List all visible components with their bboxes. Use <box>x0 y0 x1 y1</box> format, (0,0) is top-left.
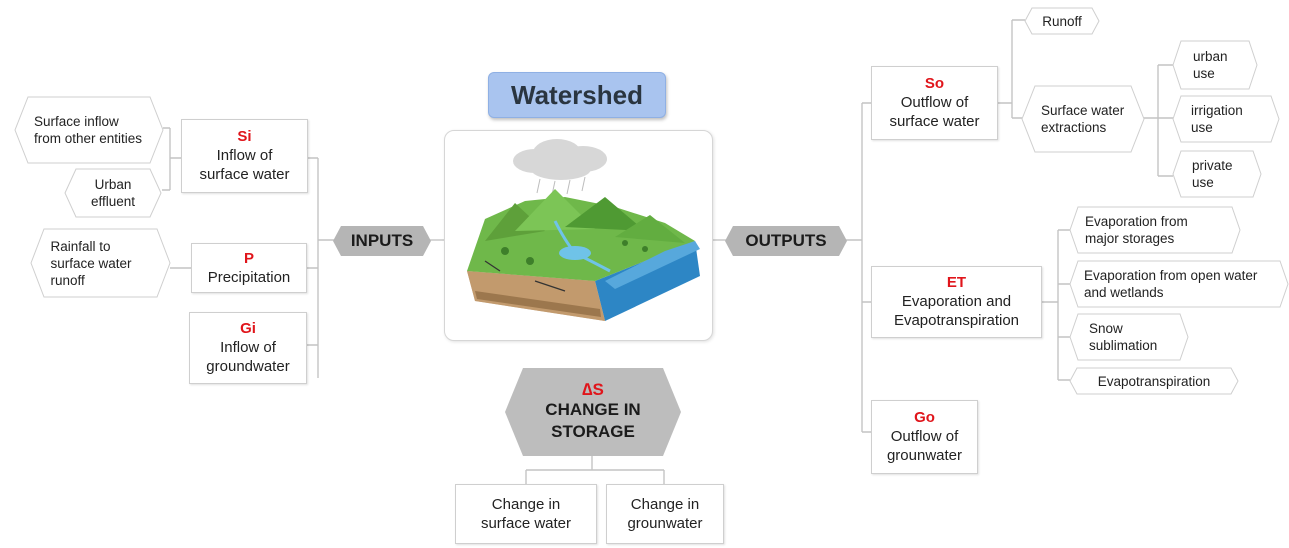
private-use-text: private use <box>1192 158 1233 190</box>
p-code: P <box>243 249 254 267</box>
snow-node: Snow sublimation <box>1069 313 1189 361</box>
si-code: Si <box>237 128 252 145</box>
surface-inflow-node: Surface inflow from other entities <box>14 96 164 164</box>
rainfall-runoff-node: Rainfall to surface water runoff <box>30 228 171 298</box>
urban-effluent-node: Urban effluent <box>64 168 162 218</box>
evapotranspiration-node: Evapotranspiration <box>1069 367 1239 395</box>
rainfall-runoff-text: Rainfall to surface water runoff <box>50 238 132 288</box>
change-in-storage-node: ∆S CHANGE IN STORAGE <box>505 368 681 456</box>
outputs-label: OUTPUTS <box>745 231 827 250</box>
watershed-title: Watershed <box>488 72 666 118</box>
evap-major-node: Evaporation from major storages <box>1069 206 1241 254</box>
gi-code: Gi <box>240 320 256 337</box>
snow-text: Snow sublimation <box>1089 321 1158 353</box>
so-box: So Outflow of surface water <box>871 66 998 140</box>
outputs-tag: OUTPUTS <box>725 226 847 256</box>
si-box: Si Inflow of surface water <box>181 119 308 193</box>
cloud-icon <box>513 139 607 180</box>
inputs-tag: INPUTS <box>333 226 431 256</box>
change-surface-text: Change in surface water <box>480 496 572 532</box>
surface-extractions-node: Surface water extractions <box>1021 85 1145 153</box>
evap-major-text: Evaporation from major storages <box>1085 214 1188 246</box>
so-code: So <box>924 75 945 92</box>
gi-text: Inflow of groundwater <box>206 339 290 375</box>
watershed-illustration <box>444 130 713 341</box>
et-text: Evaporation and Evapotranspiration <box>893 293 1020 329</box>
runoff-node: Runoff <box>1024 7 1100 35</box>
change-surface-box: Change in surface water <box>455 484 597 544</box>
evap-open-node: Evaporation from open water and wetlands <box>1069 260 1289 308</box>
urban-use-node: urban use <box>1172 40 1258 90</box>
surface-inflow-text: Surface inflow from other entities <box>34 114 143 146</box>
p-box: P Precipitation <box>191 243 307 293</box>
change-ground-box: Change in grounwater <box>606 484 724 544</box>
evapotranspiration-text: Evapotranspiration <box>1097 373 1211 389</box>
et-code: ET <box>946 274 967 291</box>
p-text: Precipitation <box>207 268 291 286</box>
irrigation-use-node: irrigation use <box>1172 95 1280 143</box>
si-text: Inflow of surface water <box>199 147 290 183</box>
change-ground-text: Change in grounwater <box>627 496 703 532</box>
urban-use-text: urban use <box>1193 49 1228 81</box>
go-code: Go <box>914 409 935 426</box>
et-box: ET Evaporation and Evapotranspiration <box>871 266 1042 338</box>
go-box: Go Outflow of grounwater <box>871 400 978 474</box>
so-text: Outflow of surface water <box>889 94 980 130</box>
delta-s-code: ∆S <box>582 380 604 399</box>
evap-open-text: Evaporation from open water and wetlands <box>1084 268 1258 300</box>
irrigation-use-text: irrigation use <box>1191 103 1243 135</box>
surface-extractions-text: Surface water extractions <box>1041 103 1125 135</box>
change-in-storage-label: CHANGE IN STORAGE <box>545 400 641 441</box>
urban-effluent-text: Urban effluent <box>90 177 136 209</box>
runoff-text: Runoff <box>1042 13 1082 29</box>
gi-box: Gi Inflow of groundwater <box>189 312 307 384</box>
watershed-image <box>467 139 700 321</box>
inputs-label: INPUTS <box>350 231 414 250</box>
private-use-node: private use <box>1172 150 1262 198</box>
go-text: Outflow of grounwater <box>886 428 963 464</box>
